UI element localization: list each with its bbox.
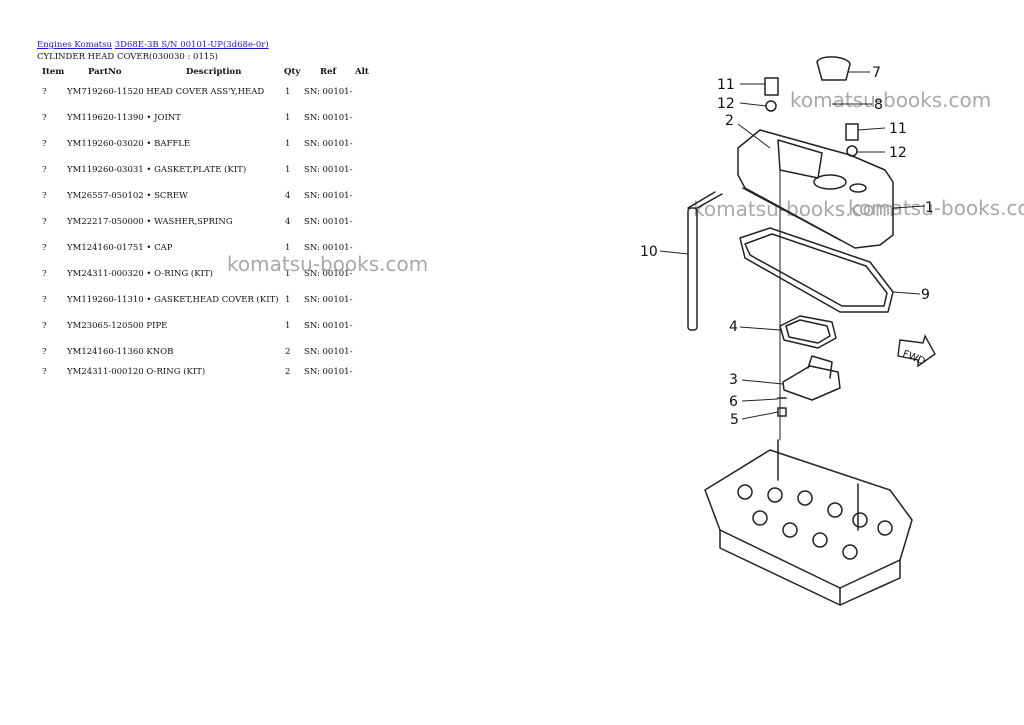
cell-item: ? xyxy=(42,139,47,149)
cell-qty: 1 xyxy=(285,139,291,149)
page-subtitle: CYLINDER HEAD COVER(030030 : 0115) xyxy=(37,52,218,62)
callout-number: 12 xyxy=(889,145,907,161)
callout-number: 11 xyxy=(717,77,735,93)
cell-part-description: YM719260-11520 HEAD COVER ASS'Y,HEAD xyxy=(67,87,265,97)
cell-qty: 4 xyxy=(285,191,291,201)
breadcrumb-link-model[interactable]: 3D68E-3B S/N 00101-UP(3d68e-0r) xyxy=(114,40,269,50)
cell-part-description: YM124160-01751 • CAP xyxy=(67,243,173,253)
gasket-plate xyxy=(779,315,837,349)
cell-ref: SN: 00101- xyxy=(304,347,353,357)
callout-number: 9 xyxy=(921,287,930,303)
watermark: komatsu-books.com xyxy=(790,88,992,112)
cell-ref: SN: 00101- xyxy=(304,191,353,201)
watermark: komatsu-books.com xyxy=(227,252,429,276)
cell-part-description: YM24311-000320 • O-RING (KIT) xyxy=(67,269,213,279)
col-partno: PartNo xyxy=(88,67,122,77)
cell-ref: SN: 00101- xyxy=(304,217,353,227)
callout-number: 11 xyxy=(889,121,907,137)
col-alt: Alt xyxy=(355,67,369,77)
cell-part-description: YM124160-11360 KNOB xyxy=(67,347,174,357)
cylinder-head-outline xyxy=(704,449,913,589)
cell-part-description: YM26557-050102 • SCREW xyxy=(67,191,188,201)
cell-item: ? xyxy=(42,367,47,377)
callout-number: 12 xyxy=(717,96,735,112)
head-cover-outline xyxy=(737,129,894,249)
cell-ref: SN: 00101- xyxy=(304,321,353,331)
callout-number: 3 xyxy=(729,372,738,388)
cell-item: ? xyxy=(42,243,47,253)
cell-part-description: YM22217-050000 • WASHER,SPRING xyxy=(67,217,233,227)
breadcrumb-link-engines[interactable]: Engines Komatsu xyxy=(37,40,113,50)
knob xyxy=(816,56,851,81)
cell-item: ? xyxy=(42,113,47,123)
fwd-arrow xyxy=(897,334,936,368)
cell-part-description: YM119260-11310 • GASKET,HEAD COVER (KIT) xyxy=(67,295,279,305)
cell-qty: 2 xyxy=(285,367,291,377)
cell-qty: 1 xyxy=(285,87,291,97)
callout-number: 5 xyxy=(730,412,739,428)
cell-qty: 1 xyxy=(285,295,291,305)
gasket-outline xyxy=(739,227,894,313)
watermark: komatsu-books.com xyxy=(693,197,895,221)
cell-ref: SN: 00101- xyxy=(304,87,353,97)
cell-ref: SN: 00101- xyxy=(304,367,353,377)
breadcrumb: Engines Komatsu 3D68E-3B S/N 00101-UP(3d… xyxy=(37,40,269,50)
cell-part-description: YM23065-120500 PIPE xyxy=(67,321,168,331)
cell-qty: 1 xyxy=(285,165,291,175)
cell-ref: SN: 00101- xyxy=(304,243,353,253)
callout-number: 7 xyxy=(872,65,881,81)
cell-ref: SN: 00101- xyxy=(304,295,353,305)
col-ref: Ref xyxy=(320,67,337,77)
cell-ref: SN: 00101- xyxy=(304,269,353,279)
callout-number: 10 xyxy=(640,244,658,260)
callout-number: 4 xyxy=(729,319,738,335)
fwd-label: FWD xyxy=(901,349,927,368)
cell-item: ? xyxy=(42,269,47,279)
callout-number: 1 xyxy=(925,200,934,216)
col-description: Description xyxy=(186,67,242,77)
cell-item: ? xyxy=(42,191,47,201)
baffle xyxy=(782,365,841,401)
callout-number: 6 xyxy=(729,394,738,410)
cell-part-description: YM24311-000120 O-RING (KIT) xyxy=(67,367,206,377)
cell-item: ? xyxy=(42,295,47,305)
cell-item: ? xyxy=(42,217,47,227)
col-qty: Qty xyxy=(284,67,301,77)
cell-qty: 2 xyxy=(285,347,291,357)
cell-item: ? xyxy=(42,87,47,97)
cell-item: ? xyxy=(42,165,47,175)
watermark: komatsu-books.com xyxy=(848,196,1024,220)
callout-number: 2 xyxy=(725,113,734,129)
callout-number: 8 xyxy=(874,97,883,113)
cell-qty: 1 xyxy=(285,321,291,331)
cell-part-description: YM119620-11390 • JOINT xyxy=(67,113,181,123)
cell-item: ? xyxy=(42,321,47,331)
cell-part-description: YM119260-03020 • BAFFLE xyxy=(67,139,191,149)
cell-ref: SN: 00101- xyxy=(304,139,353,149)
col-item: Item xyxy=(42,67,65,77)
cell-ref: SN: 00101- xyxy=(304,113,353,123)
pipe xyxy=(687,207,698,331)
cell-qty: 1 xyxy=(285,243,291,253)
cell-ref: SN: 00101- xyxy=(304,165,353,175)
cell-part-description: YM119260-03031 • GASKET,PLATE (KIT) xyxy=(67,165,247,175)
cell-qty: 1 xyxy=(285,113,291,123)
cell-item: ? xyxy=(42,347,47,357)
cell-qty: 1 xyxy=(285,269,291,279)
cell-qty: 4 xyxy=(285,217,291,227)
